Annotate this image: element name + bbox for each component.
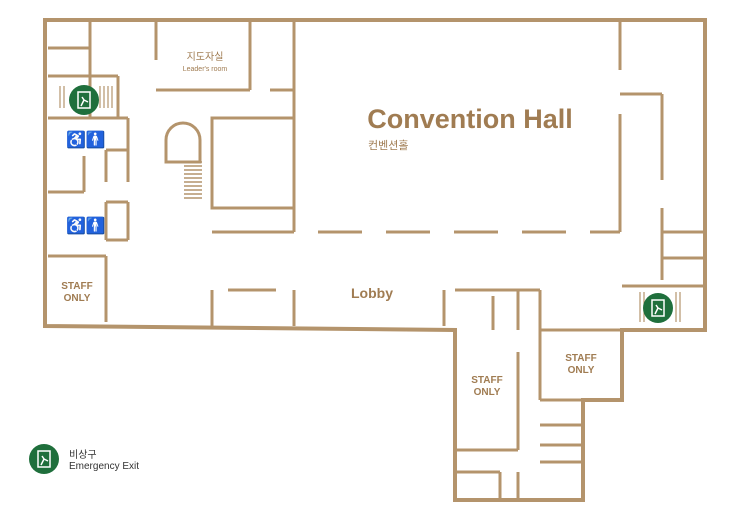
interior-walls [48, 20, 705, 500]
convention-hall-title: Convention Hall [367, 104, 573, 134]
restroom-icon: ♿🚹 [66, 218, 106, 235]
emergency-exit-icon [643, 293, 673, 323]
staff-only-label: STAFF ONLY [471, 375, 503, 398]
leader-room-label-en: Leader's room [182, 66, 228, 73]
outer-walls [43, 18, 707, 502]
emergency-exit-icon [29, 444, 59, 474]
emergency-exit-icon [69, 85, 99, 115]
convention-hall-subtitle: 컨벤션홀 [368, 140, 409, 152]
leader-room-label: 지도자실 [186, 52, 224, 63]
lobby-label: Lobby [351, 285, 393, 301]
stairs-west [59, 86, 113, 108]
staff-only-label: STAFF ONLY [565, 353, 597, 376]
legend-title-en: Emergency Exit [69, 461, 140, 472]
stairs-east [639, 292, 681, 322]
restroom-icon: ♿🚹 [66, 132, 106, 149]
spiral-staircase [164, 121, 202, 199]
legend-title-ko: 비상구 [69, 450, 97, 461]
staff-only-label: STAFF ONLY [61, 281, 93, 304]
